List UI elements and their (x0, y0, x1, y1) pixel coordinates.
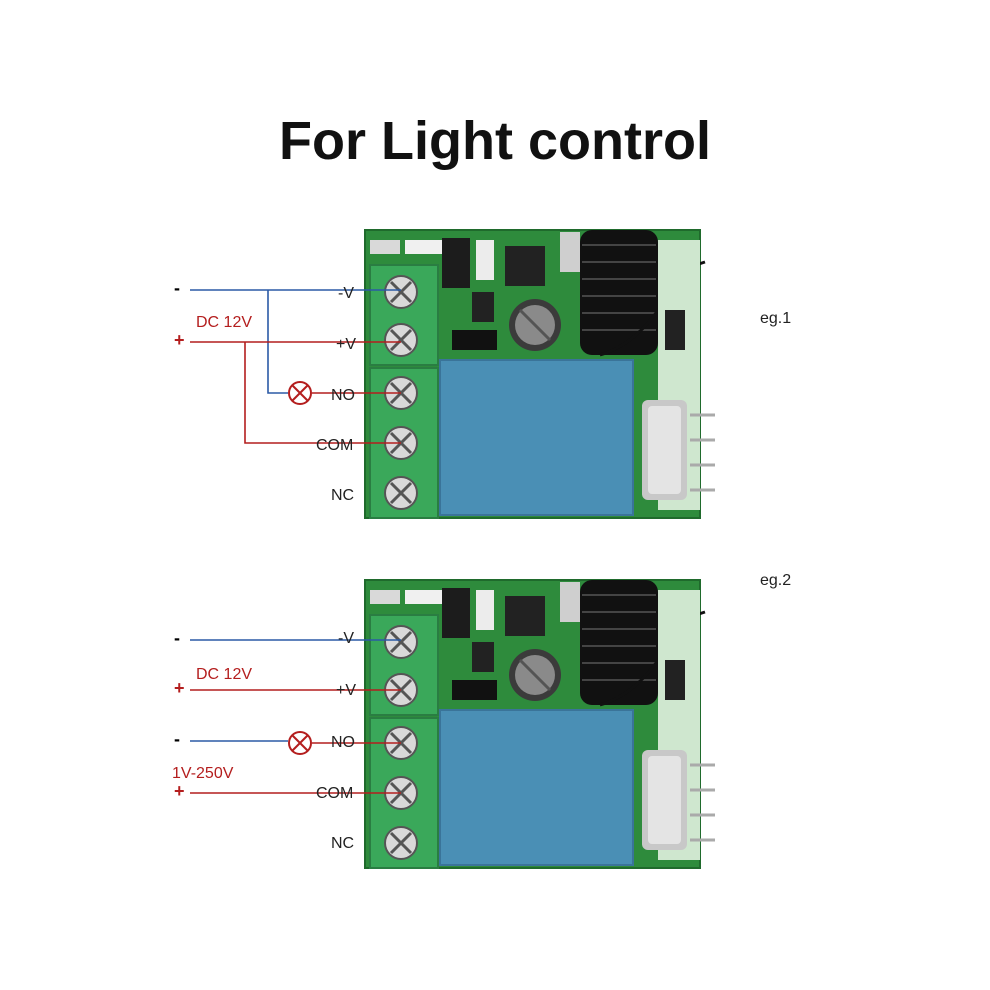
led-component (370, 240, 400, 254)
lamp-icon (288, 381, 312, 405)
screw-terminal-1 (384, 625, 418, 659)
diode-component (442, 238, 470, 288)
load-positive-sign: + (174, 781, 185, 801)
positive-sign: + (174, 678, 185, 698)
screw-terminal-5 (384, 826, 418, 860)
wires (190, 289, 401, 444)
diode-component (442, 588, 470, 638)
pin-label-nc: NC (331, 487, 355, 504)
relay (440, 360, 633, 515)
positive-to-com-wire (244, 342, 401, 444)
smd-resistor (452, 330, 497, 350)
smd-resistor (452, 680, 497, 700)
negative-to-lamp-wire (267, 290, 288, 394)
wiring-diagram-eg1: - + DC 12V -V +V NO COM NC eg.1 (0, 210, 990, 540)
pin-label-pos-v: +V (336, 682, 357, 699)
led-component (370, 590, 400, 604)
screw-terminal-2 (384, 323, 418, 357)
positive-sign: + (174, 330, 185, 350)
supply-label: DC 12V (196, 666, 253, 683)
load-negative-sign: - (174, 729, 180, 749)
negative-sign: - (174, 628, 180, 648)
screw-terminal-5 (384, 476, 418, 510)
pin-label-pos-v: +V (336, 336, 357, 353)
supply-label: DC 12V (196, 314, 253, 331)
negative-sign: - (174, 278, 180, 298)
pin-label-com: COM (316, 437, 354, 454)
terminal-block (369, 614, 439, 869)
antenna-coil (580, 580, 706, 707)
pin-label-nc: NC (331, 835, 355, 852)
pin-label-neg-v: -V (338, 630, 354, 647)
regulator-chip (505, 246, 545, 286)
antenna-coil (580, 230, 706, 357)
lamp-icon (288, 731, 312, 755)
page-title: For Light control (279, 111, 711, 171)
module-illustration (190, 579, 715, 869)
load-supply-label: 1V-250V (172, 765, 234, 782)
regulator-chip (505, 596, 545, 636)
pin-label-neg-v: -V (338, 285, 354, 302)
relay (440, 710, 633, 865)
pin-label-com: COM (316, 785, 354, 802)
wiring-diagram-eg2: - + - + DC 12V 1V-250V -V +V NO COM NC e… (0, 560, 990, 890)
pin-label-no: NO (331, 387, 355, 404)
terminal-block (369, 264, 439, 519)
example-label: eg.1 (760, 310, 792, 327)
module-illustration (190, 229, 715, 519)
example-label: eg.2 (760, 572, 792, 589)
pin-label-no: NO (331, 734, 355, 751)
wires (190, 639, 401, 794)
screw-terminal-1 (384, 275, 418, 309)
